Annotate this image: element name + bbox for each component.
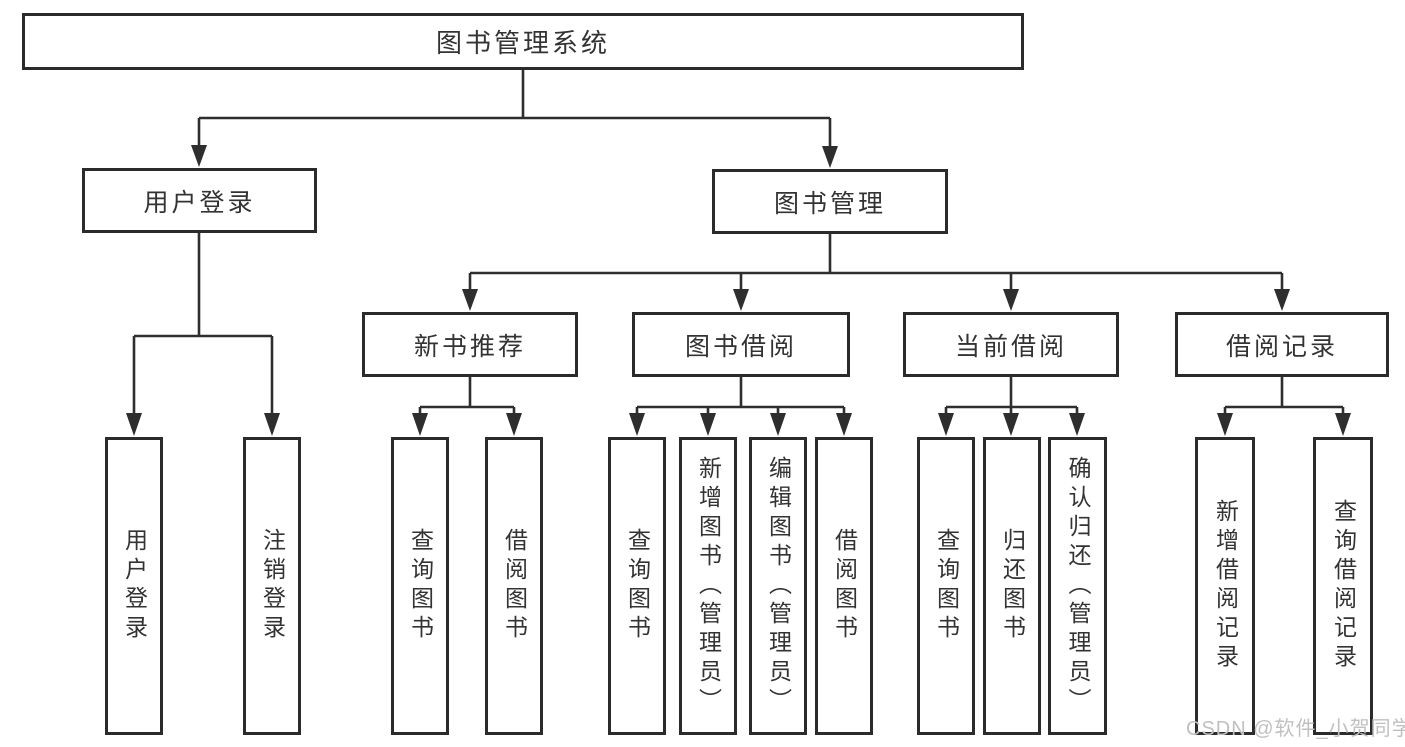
leaf-node-user-login: 用户登录 (105, 437, 163, 735)
arrowhead (836, 413, 852, 436)
arrowhead (770, 413, 786, 436)
leaf-node-edit-books-admin: 编辑图书（管理员） (749, 437, 807, 735)
node-label: 借阅图书 (501, 528, 528, 644)
node-label: 用户登录 (143, 188, 256, 217)
arrowhead (1335, 413, 1351, 436)
connector-new-book-children (412, 377, 522, 436)
arrowhead (1274, 289, 1290, 311)
node-label: 编辑图书（管理员） (765, 455, 792, 717)
arrowhead (462, 289, 478, 311)
leaf-node-add-borrow-record: 新增借阅记录 (1195, 437, 1255, 735)
node-label: 查询图书 (933, 528, 960, 644)
node-label: 确认归还（管理员） (1065, 455, 1091, 717)
leaf-node-query-borrow-record: 查询借阅记录 (1313, 437, 1373, 735)
leaf-node-logout: 注销登录 (243, 437, 301, 735)
node-label: 图书管理 (773, 189, 886, 218)
connector-root-to-level2 (191, 69, 838, 168)
leaf-node-query-books-recommend: 查询图书 (391, 437, 449, 735)
node-label: 新书推荐 (413, 332, 526, 361)
node-label: 新增借阅记录 (1212, 499, 1239, 673)
leaf-node-return-books: 归还图书 (983, 437, 1041, 735)
arrowhead (700, 413, 716, 436)
arrowhead (191, 145, 207, 167)
node-label: 注销登录 (259, 528, 286, 644)
node-label: 查询图书 (407, 528, 434, 644)
connector-login-to-children (126, 232, 280, 436)
node-book-management: 图书管理 (712, 169, 948, 234)
arrowhead (1003, 413, 1019, 436)
csdn-watermark: CSDN @软件_小贺同学 (1186, 718, 1405, 740)
arrowhead (1217, 413, 1233, 436)
connector-management-to-groups (462, 233, 1290, 311)
arrowhead (733, 289, 749, 311)
node-label: 图书管理系统 (435, 28, 610, 58)
node-label: 用户登录 (121, 528, 148, 644)
node-library-management-system: 图书管理系统 (22, 13, 1024, 70)
node-label: 当前借阅 (954, 332, 1067, 361)
node-label: 借阅记录 (1225, 332, 1338, 361)
node-user-login: 用户登录 (82, 168, 317, 233)
arrowhead (1003, 289, 1019, 311)
connector-current-borrow-children (938, 377, 1085, 436)
node-label: 借阅图书 (831, 528, 858, 644)
node-label: 新增图书（管理员） (695, 455, 722, 717)
leaf-node-borrow-books-recommend: 借阅图书 (485, 437, 543, 735)
node-borrowing-records: 借阅记录 (1175, 312, 1389, 377)
connector-borrow-records-children (1217, 377, 1351, 436)
node-book-borrowing: 图书借阅 (632, 312, 850, 377)
arrowhead (1069, 413, 1085, 436)
leaf-node-query-books-borrow: 查询图书 (608, 437, 666, 735)
node-label: 查询图书 (624, 528, 651, 644)
arrowhead (412, 413, 428, 436)
leaf-node-add-books-admin: 新增图书（管理员） (679, 437, 737, 735)
arrowhead (822, 146, 838, 168)
arrowhead (126, 413, 142, 436)
arrowhead (264, 413, 280, 436)
leaf-node-confirm-return-admin: 确认归还（管理员） (1048, 437, 1107, 735)
leaf-node-borrow-books: 借阅图书 (815, 437, 873, 735)
arrowhead (629, 413, 645, 436)
node-label: 归还图书 (999, 528, 1026, 644)
node-current-borrowing: 当前借阅 (903, 312, 1119, 377)
connector-book-borrow-children (629, 377, 852, 436)
node-new-book-recommendation: 新书推荐 (362, 312, 578, 377)
leaf-node-query-books-current: 查询图书 (917, 437, 975, 735)
arrowhead (506, 413, 522, 436)
arrowhead (938, 413, 954, 436)
node-label: 查询借阅记录 (1330, 499, 1357, 673)
node-label: 图书借阅 (684, 332, 797, 361)
